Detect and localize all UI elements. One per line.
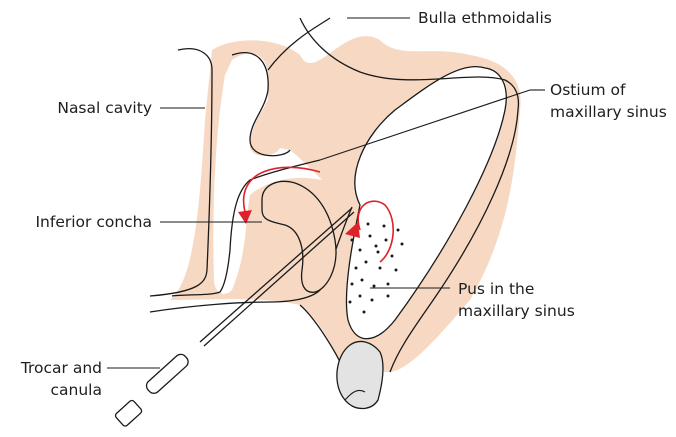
label-nasal-cavity: Nasal cavity <box>0 98 152 118</box>
tooth-shape <box>337 341 383 408</box>
label-trocar-line1: Trocar and <box>0 358 102 378</box>
label-pus-line2: maxillary sinus <box>458 301 575 321</box>
label-ostium-line2: maxillary sinus <box>550 102 667 122</box>
label-ostium-line1: Ostium of <box>550 80 625 100</box>
label-trocar-line2: canula <box>0 380 102 400</box>
label-bulla-ethmoidalis: Bulla ethmoidalis <box>418 8 552 28</box>
label-inferior-concha: Inferior concha <box>0 212 152 232</box>
label-pus-line1: Pus in the <box>458 279 534 299</box>
